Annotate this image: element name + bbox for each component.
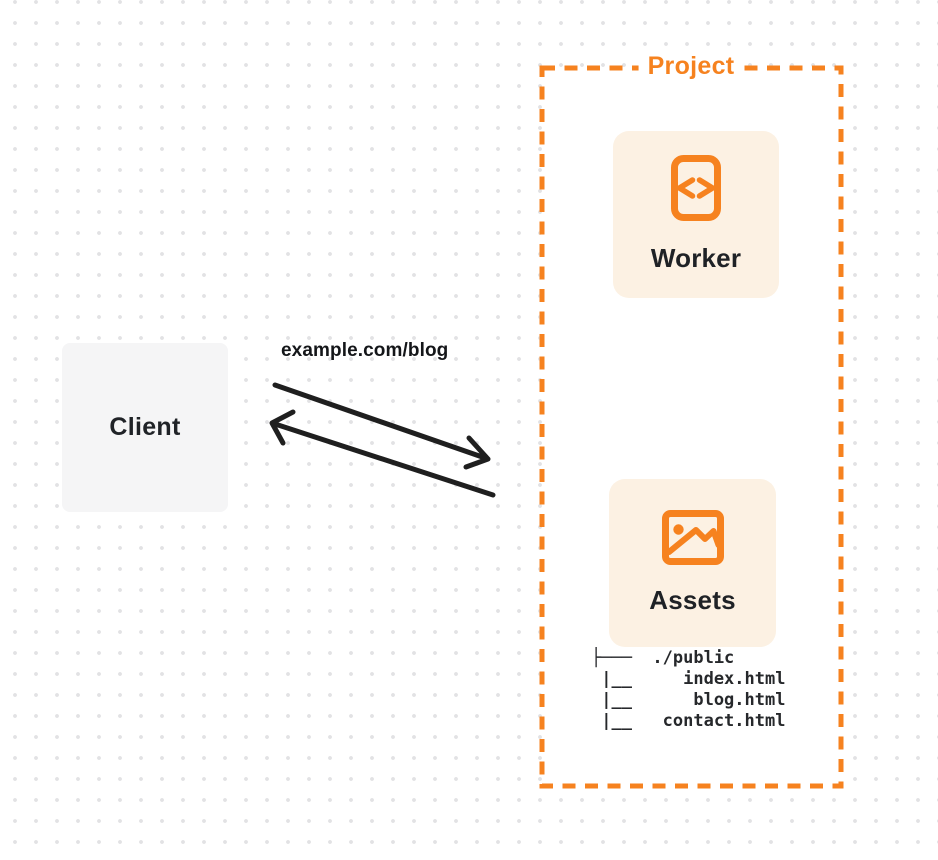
- request-url-label: example.com/blog: [281, 340, 449, 361]
- response-arrow: [269, 409, 496, 498]
- worker-card: Worker: [613, 131, 779, 298]
- client-label: Client: [109, 413, 181, 441]
- worker-label: Worker: [650, 243, 742, 273]
- project-label: Project: [638, 51, 744, 82]
- client-box: Client: [62, 343, 228, 512]
- request-arrow: [272, 382, 491, 470]
- assets-label: Assets: [649, 585, 736, 615]
- assets-file-tree: ├─── ./public |__ index.html |__ blog.ht…: [591, 648, 786, 731]
- code-icon: [671, 155, 721, 221]
- assets-card: Assets: [609, 479, 776, 647]
- image-icon: [661, 510, 724, 565]
